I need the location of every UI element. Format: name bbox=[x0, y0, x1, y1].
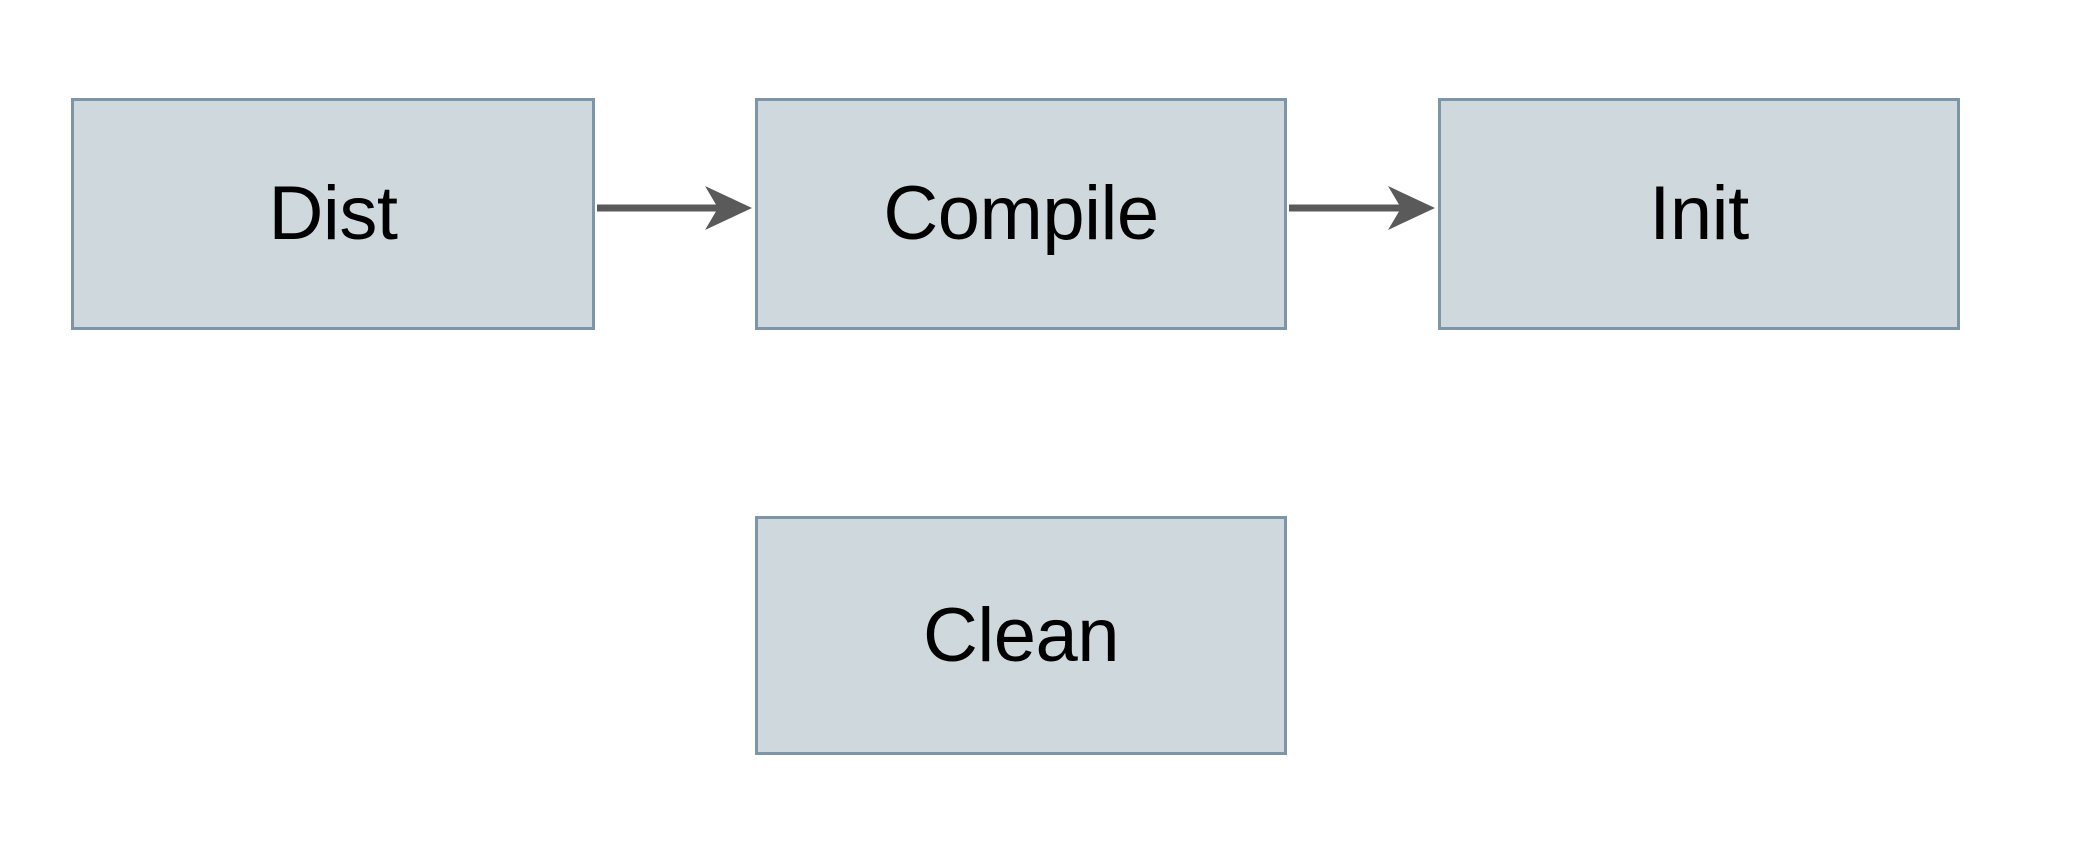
arrowhead-icon bbox=[1388, 186, 1435, 230]
node-init[interactable]: Init bbox=[1438, 98, 1960, 330]
node-dist[interactable]: Dist bbox=[71, 98, 595, 330]
node-label: Clean bbox=[922, 592, 1120, 678]
edge-compile-to-init[interactable] bbox=[1289, 186, 1435, 230]
arrowhead-icon bbox=[705, 186, 752, 230]
node-label: Compile bbox=[883, 171, 1159, 256]
node-compile[interactable]: Compile bbox=[755, 98, 1287, 330]
node-clean[interactable]: Clean bbox=[755, 516, 1287, 755]
edge-dist-to-compile[interactable] bbox=[597, 186, 752, 230]
node-label: Init bbox=[1649, 171, 1749, 256]
node-label: Dist bbox=[268, 171, 398, 256]
